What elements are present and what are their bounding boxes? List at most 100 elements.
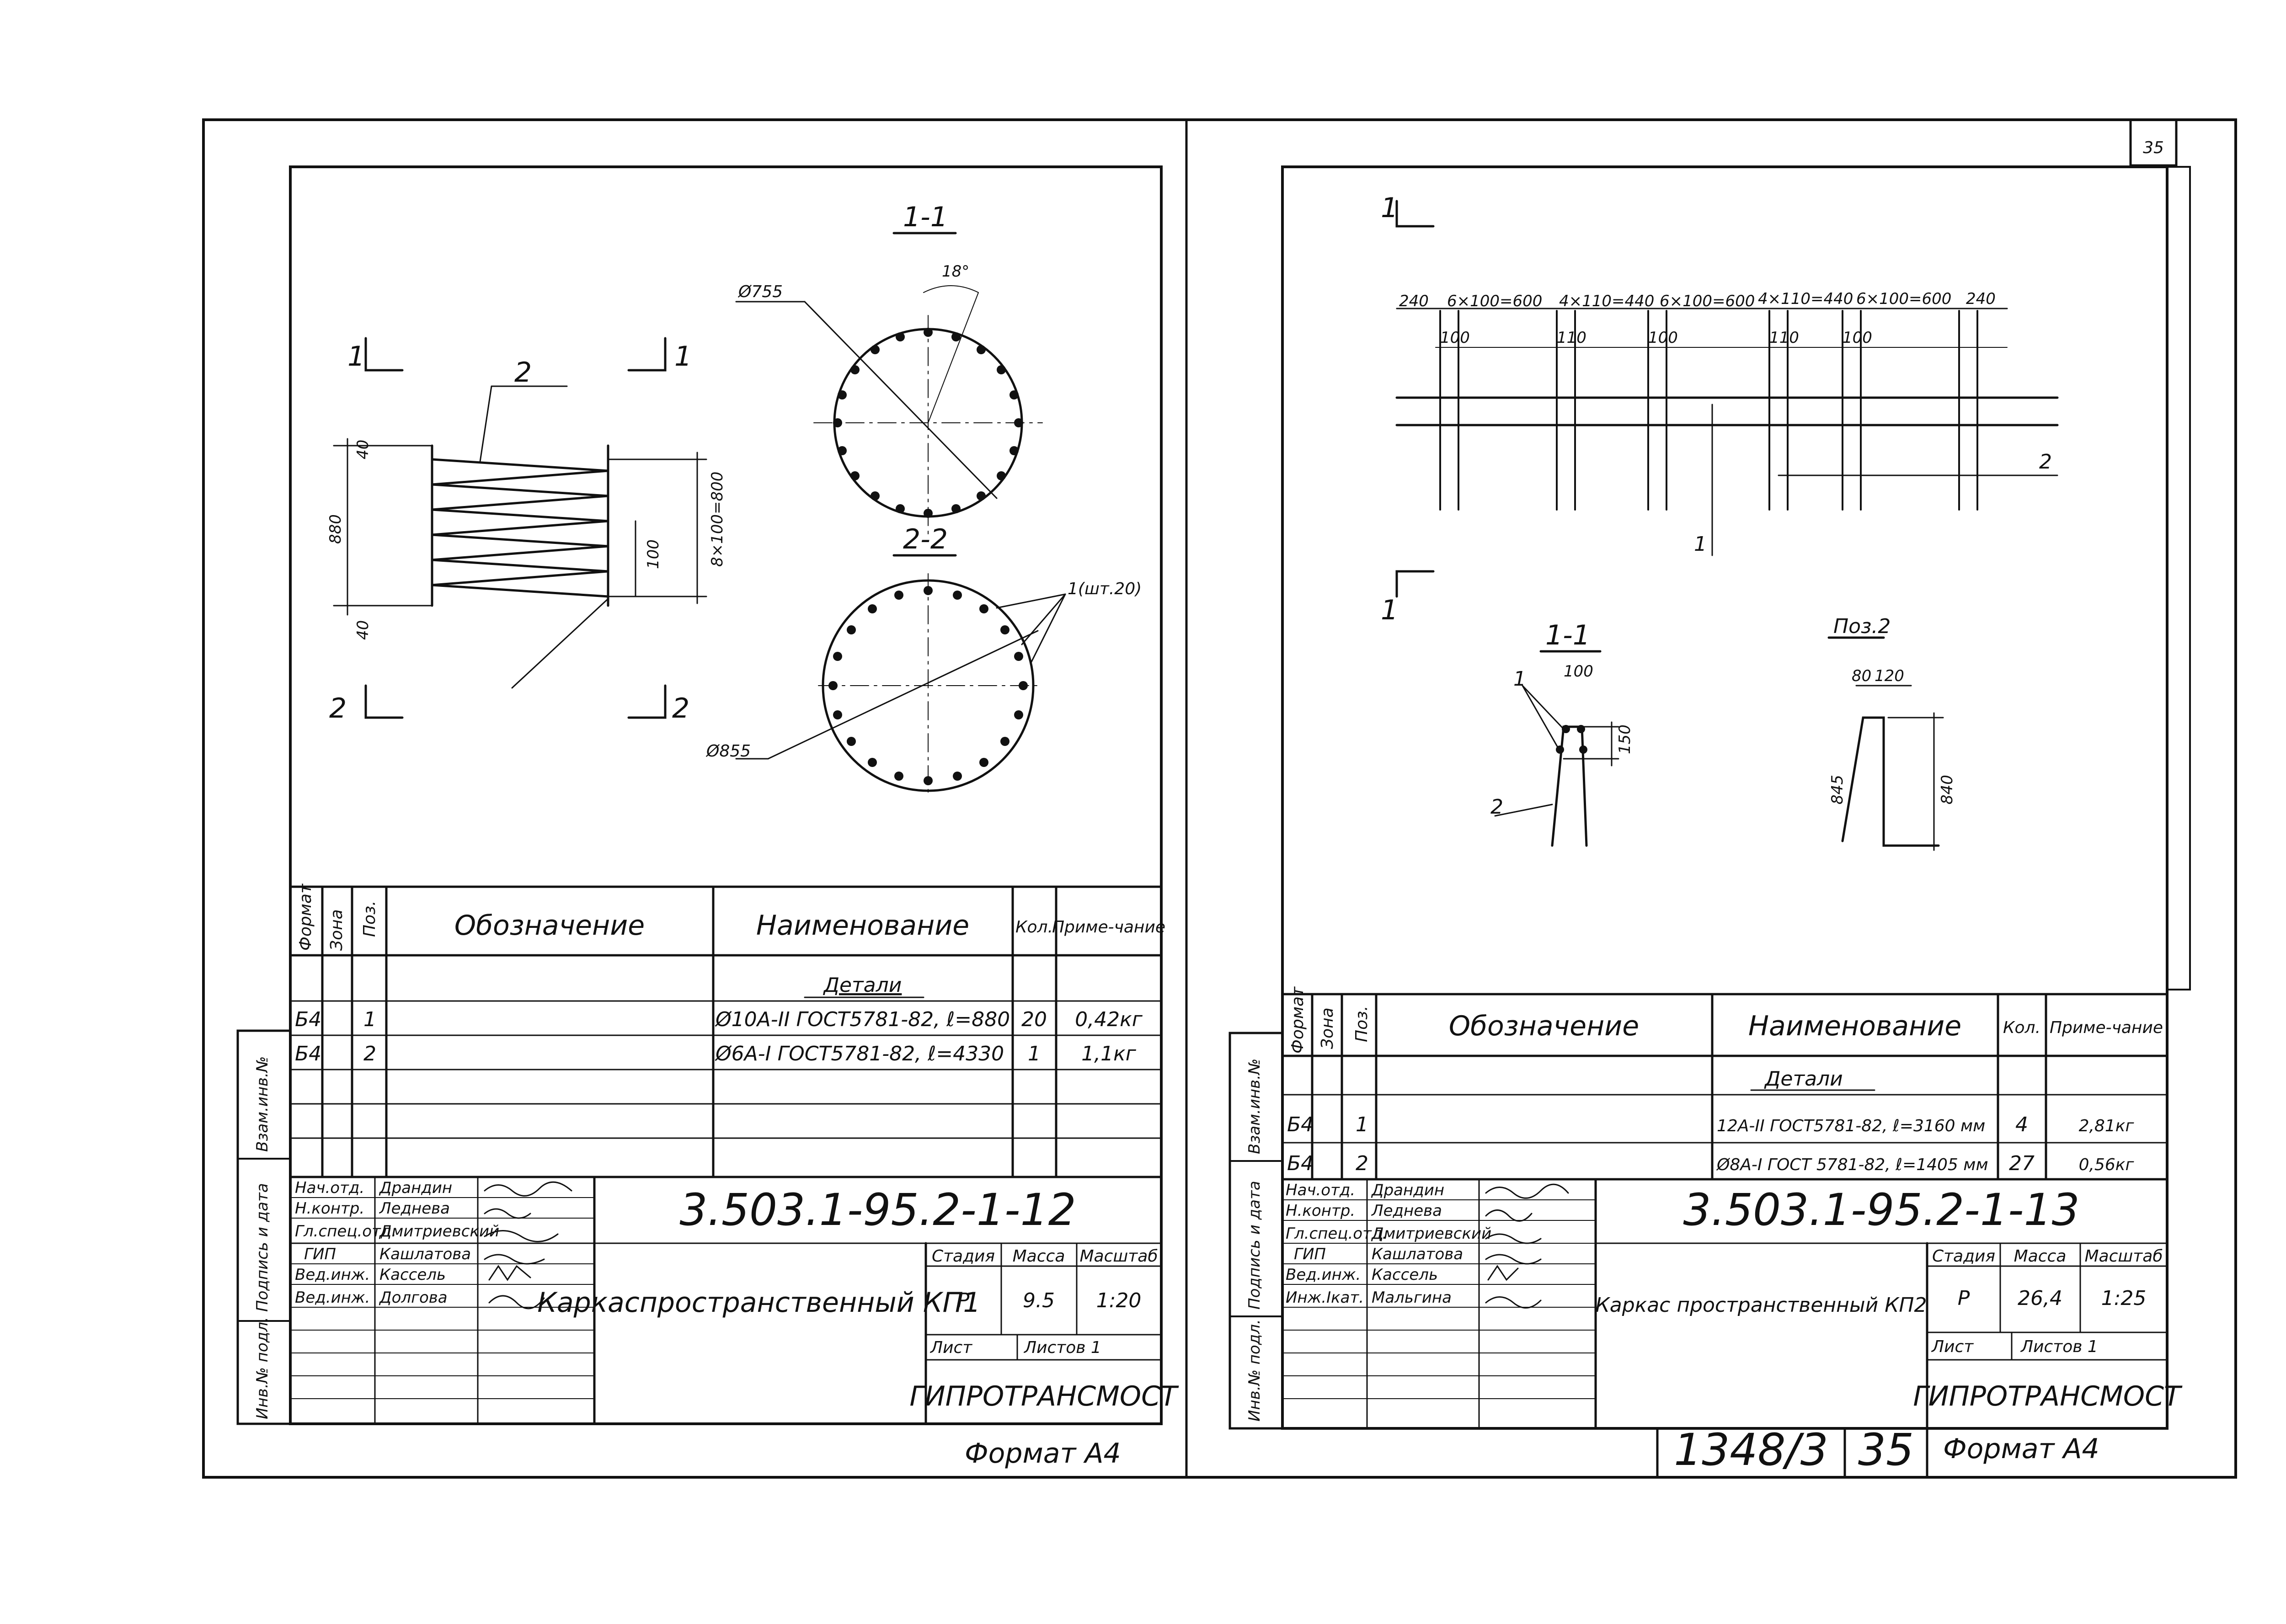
left-hdr-qty: Кол.	[1015, 918, 1053, 937]
right-drawing-number: 3.503.1-95.2-1-13	[1683, 1184, 2079, 1235]
right-hdr-qty: Кол.	[2003, 1018, 2040, 1037]
left-row2-qty: 1	[1028, 1042, 1041, 1065]
left-stage-header: Стадия	[932, 1247, 995, 1266]
left-row1-pos: 1	[363, 1008, 376, 1031]
signature-scribble	[484, 1230, 559, 1242]
left-sheets-label: Листов 1	[1023, 1338, 1101, 1357]
right-sig-name-1: Драндин	[1371, 1181, 1444, 1199]
right-row1-qty: 4	[2015, 1113, 2028, 1136]
left-side-stamp	[236, 1029, 292, 1425]
right-scale: 1:25	[2101, 1287, 2147, 1310]
left-sig-role-2: Н.контр.	[295, 1199, 364, 1218]
right-subdim-1: 100	[1440, 329, 1470, 347]
right-sig-role-1: Нач.отд.	[1286, 1181, 1355, 1199]
right-section-1-1	[1494, 650, 1619, 847]
right-hdr-format: Формат	[1288, 986, 1307, 1054]
outer-frame	[202, 118, 2237, 1479]
right-dim-7: 240	[1966, 290, 1996, 308]
right-sig-name-2: Леднева	[1371, 1202, 1442, 1220]
right-row2-pos: 2	[1356, 1152, 1368, 1175]
right-dim-6: 6×100=600	[1856, 290, 1951, 308]
right-scale-header: Масштаб	[2084, 1247, 2163, 1266]
left-organization: ГИПРОТРАНСМОСТ	[909, 1380, 1179, 1412]
right-title-block	[1281, 1178, 2168, 1430]
left-sig-role-3: Гл.спец.отд.	[295, 1222, 396, 1241]
right-sig-name-4: Кашлатова	[1372, 1245, 1463, 1263]
left-hdr-note: Приме-чание	[1052, 918, 1165, 937]
left-section-title: Детали	[823, 974, 902, 997]
left-cage-elevation	[333, 337, 707, 719]
left-dim-step: 100	[644, 539, 662, 569]
right-stage: Р	[1958, 1287, 1970, 1310]
left-sig-name-3: Дмитриевский	[379, 1222, 499, 1241]
left-sec-mark-2b: 2	[672, 692, 689, 724]
right-dim-4: 6×100=600	[1660, 292, 1755, 310]
right-row2-qty: 27	[2009, 1152, 2035, 1175]
right-hdr-designation: Обозначение	[1449, 1010, 1639, 1042]
left-sig-role-5: Вед.инж.	[295, 1266, 370, 1284]
left-row1-qty: 20	[1021, 1008, 1047, 1031]
right-dim-3: 4×110=440	[1559, 292, 1654, 310]
left-dim-40-bottom: 40	[354, 620, 372, 640]
signature-scribble	[1487, 1265, 1519, 1281]
left-spec-table	[289, 885, 1163, 1178]
right-section-label: 1-1	[1545, 619, 1590, 651]
right-sig-role-2: Н.контр.	[1286, 1202, 1355, 1220]
right-row2-name: Ø8А-I ГОСТ 5781-82, ℓ=1405 мм	[1716, 1155, 1988, 1174]
left-side-label-2: Подпись и дата	[253, 1183, 272, 1312]
left-sig-role-6: Вед.инж.	[295, 1289, 370, 1307]
right-sig-role-5: Вед.инж.	[1286, 1266, 1361, 1284]
right-side-label-3: Инв.№ подл.	[1245, 1319, 1264, 1422]
left-row1-name: Ø10А-II ГОСТ5781-82, ℓ=880	[715, 1008, 1010, 1031]
left-sec-mark-1a: 1	[347, 341, 365, 373]
right-callout-2: 2	[2039, 450, 2052, 474]
right-sec-mark-1b: 1	[1381, 594, 1398, 626]
signature-scribble	[484, 1208, 531, 1219]
right-hdr-zone: Зона	[1318, 1007, 1337, 1049]
left-section-2-2	[735, 554, 1066, 798]
right-organization: ГИПРОТРАНСМОСТ	[1913, 1380, 2183, 1412]
right-mass-header: Масса	[2014, 1247, 2067, 1266]
left-section-2-2-label: 2-2	[903, 523, 948, 555]
right-sig-name-3: Дмитриевский	[1371, 1225, 1491, 1243]
right-hdr-name: Наименование	[1748, 1010, 1961, 1042]
right-spec-row: Б4 1 12А-II ГОСТ5781-82, ℓ=3160 мм 4 2,8…	[1287, 1113, 2134, 1136]
right-signatures: Нач.отд. Драндин Н.контр. Леднева Гл.спе…	[1286, 1181, 1569, 1309]
left-spec-row: Б4 1 Ø10А-II ГОСТ5781-82, ℓ=880 20 0,42к…	[295, 1008, 1143, 1031]
right-sheet-label: Лист	[1931, 1337, 1974, 1356]
archive-page-box	[1843, 1427, 1928, 1479]
signature-scribble	[488, 1265, 531, 1281]
signature-scribble	[1485, 1183, 1569, 1199]
left-sig-name-1: Драндин	[379, 1179, 452, 1197]
right-sig-role-4: ГИП	[1294, 1245, 1326, 1263]
left-item-name: Каркаспространственный КП1	[537, 1287, 981, 1319]
left-rebar-dots-1	[833, 328, 1023, 518]
left-sec-mark-1b: 1	[674, 341, 692, 373]
right-row1-note: 2,81кг	[2079, 1117, 2135, 1135]
right-mass: 26,4	[2018, 1287, 2062, 1310]
right-row2-format: Б4	[1287, 1152, 1314, 1175]
right-pos2-dim-120: 120	[1875, 667, 1904, 685]
signature-scribble	[1485, 1209, 1533, 1222]
left-sig-role-1: Нач.отд.	[295, 1179, 364, 1197]
left-dim-pitch: 8×100=800	[708, 472, 726, 567]
right-hdr-note: Приме-чание	[2050, 1018, 2163, 1037]
left-hdr-designation: Обозначение	[454, 910, 645, 942]
left-sig-name-5: Кассель	[379, 1266, 446, 1284]
left-title-block	[289, 1176, 1163, 1425]
right-subdim-3: 100	[1648, 329, 1678, 347]
right-pos2-detail	[1827, 636, 1944, 851]
right-dim-1: 240	[1399, 292, 1429, 310]
right-side-stamp	[1228, 1032, 1284, 1430]
signature-scribble	[1485, 1296, 1542, 1309]
right-pos2-dim-845: 845	[1828, 775, 1847, 804]
right-row2-note: 0,56кг	[2079, 1155, 2135, 1174]
left-row2-format: Б4	[295, 1042, 321, 1065]
left-hdr-format: Формат	[296, 884, 315, 951]
right-sheet: Взам.инв.№ Подпись и дата Инв.№ подл.	[1228, 165, 2191, 1479]
left-signatures: Нач.отд. Драндин Н.контр. Леднева Гл.спе…	[295, 1179, 572, 1310]
left-spec-row: Б4 2 Ø6А-I ГОСТ5781-82, ℓ=4330 1 1,1кг	[295, 1042, 1137, 1065]
left-sig-role-4: ГИП	[304, 1245, 336, 1263]
right-sig-role-6: Инж.Ікат.	[1286, 1289, 1364, 1307]
left-mass-header: Масса	[1013, 1247, 1065, 1266]
